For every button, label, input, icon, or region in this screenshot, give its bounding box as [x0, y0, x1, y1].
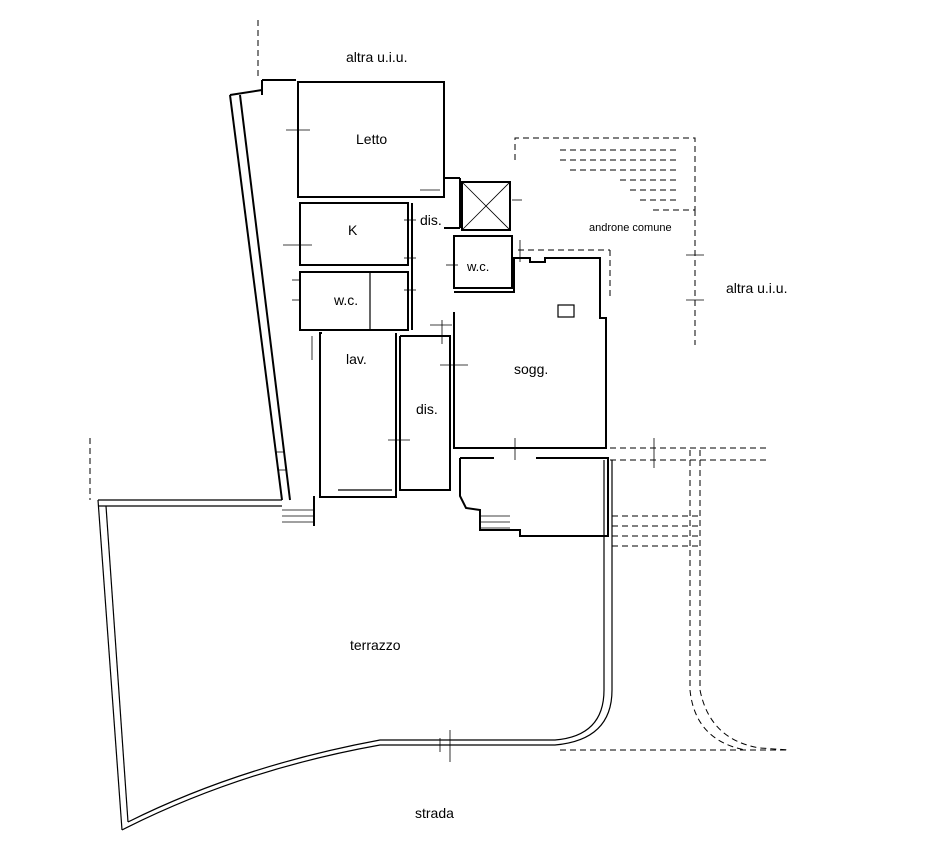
androne-comune-outline	[514, 137, 704, 345]
entrance-porch	[459, 457, 609, 537]
east-dashed-paths	[610, 438, 791, 751]
terrace-outline	[89, 438, 790, 831]
label-letto: Letto	[356, 131, 387, 147]
label-terrazzo: terrazzo	[350, 637, 401, 653]
label-sogg: sogg.	[514, 361, 548, 377]
label-dis-mid: dis.	[416, 401, 438, 417]
lift-shaft	[461, 181, 522, 231]
room-dis-mid	[399, 320, 452, 491]
room-wc-right	[446, 235, 513, 289]
label-lav: lav.	[346, 351, 367, 367]
room-sogg	[440, 240, 607, 460]
label-wc-left: w.c.	[333, 292, 358, 308]
label-wc-right: w.c.	[466, 259, 489, 274]
label-altra-uiu-top: altra u.i.u.	[346, 49, 407, 65]
label-k: K	[348, 222, 358, 238]
label-altra-uiu-right: altra u.i.u.	[726, 280, 787, 296]
west-boundary-wall	[229, 20, 296, 501]
label-strada: strada	[415, 805, 454, 821]
label-androne-comune: androne comune	[589, 222, 672, 234]
room-wc-left	[292, 257, 416, 331]
label-dis-top: dis.	[420, 212, 442, 228]
room-k	[283, 202, 416, 266]
room-lav	[311, 332, 410, 498]
room-dis-top	[411, 177, 461, 330]
